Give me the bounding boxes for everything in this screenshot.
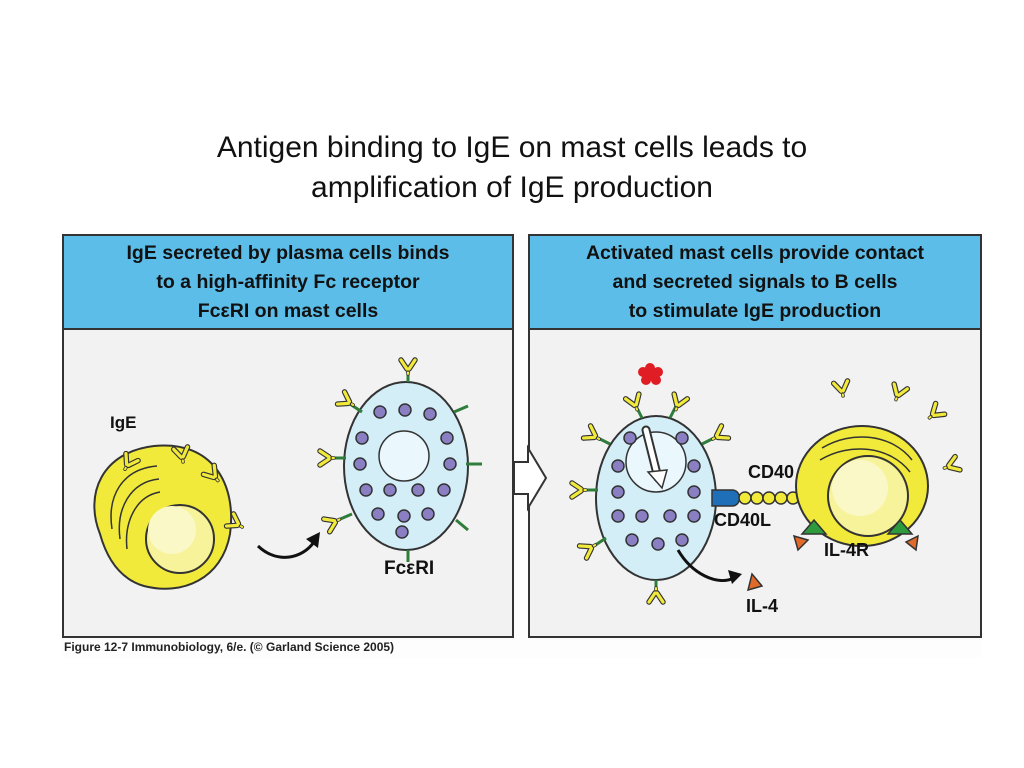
label-cd40: CD40 bbox=[748, 462, 794, 482]
right-panel-header: Activated mast cells provide contact and… bbox=[530, 236, 980, 330]
mast-cell-activated bbox=[595, 415, 717, 581]
left-header-line-3: FcεRI on mast cells bbox=[197, 299, 379, 322]
mast-cell-left bbox=[343, 381, 469, 551]
panel-transition-arrow bbox=[513, 444, 548, 512]
right-panel: Activated mast cells provide contact and… bbox=[528, 234, 982, 638]
figure-caption: Figure 12-7 Immunobiology, 6/e. (© Garla… bbox=[64, 640, 395, 654]
mast-cell-receptors bbox=[572, 394, 728, 602]
right-header-line-1: Activated mast cells provide contact bbox=[585, 241, 925, 264]
left-header-line-2: to a high-affinity Fc receptor bbox=[156, 270, 420, 293]
plasma-cell bbox=[93, 444, 233, 590]
label-fc-epsilon-ri: FcεRI bbox=[384, 558, 434, 579]
label-ige: IgE bbox=[110, 413, 136, 432]
cd40l-cd40-contact bbox=[711, 489, 800, 507]
b-cell bbox=[792, 425, 929, 552]
label-cd40l: CD40L bbox=[714, 510, 771, 530]
left-header-line-1: IgE secreted by plasma cells binds bbox=[126, 241, 450, 264]
il4-secretion-arrow bbox=[676, 549, 764, 592]
slide-title-line-2: amplification of IgE production bbox=[311, 171, 713, 204]
label-il4: IL-4 bbox=[746, 596, 778, 616]
right-header-line-2: and secreted signals to B cells bbox=[612, 270, 898, 293]
slide-title-line-1: Antigen binding to IgE on mast cells lea… bbox=[216, 131, 808, 164]
right-header-line-3: to stimulate IgE production bbox=[628, 299, 882, 322]
antigen-flower bbox=[638, 363, 663, 385]
slide-title: Antigen binding to IgE on mast cells lea… bbox=[0, 128, 1024, 208]
fc-epsilon-receptors bbox=[320, 360, 482, 562]
binding-arrow bbox=[256, 532, 320, 559]
left-panel-header: IgE secreted by plasma cells binds to a … bbox=[64, 236, 512, 330]
label-il4r: IL-4R bbox=[824, 540, 869, 560]
immunobiology-figure: IgE secreted by plasma cells binds to a … bbox=[62, 234, 982, 658]
figure-artwork: IgE bbox=[93, 234, 982, 616]
